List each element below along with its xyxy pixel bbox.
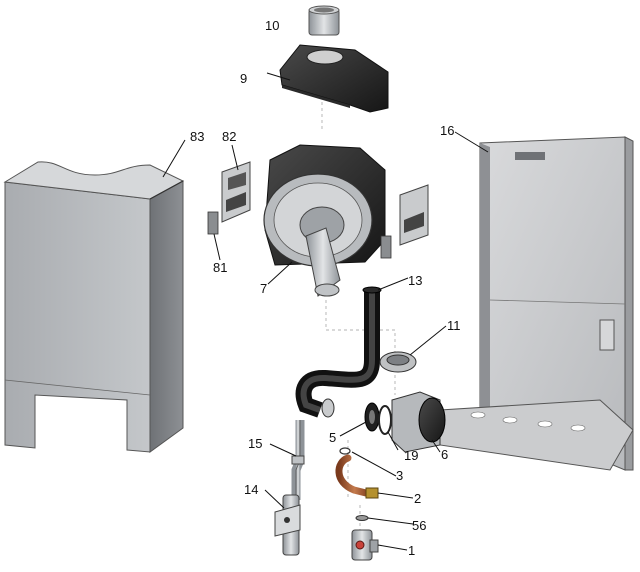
copper-pipe — [335, 454, 379, 499]
callout-82: 82 — [222, 129, 236, 144]
leader-lines — [162, 72, 489, 551]
clip-right — [380, 235, 392, 259]
flue-adapter — [308, 5, 340, 36]
side-bracket-right — [399, 184, 429, 246]
gas-valve — [274, 494, 301, 556]
callout-10: 10 — [265, 18, 279, 33]
seal-ring — [378, 405, 392, 435]
venturi-ring — [364, 402, 380, 432]
callout-3: 3 — [396, 468, 403, 483]
back-frame — [439, 136, 634, 471]
side-bracket-left — [221, 161, 251, 223]
gasket-plate — [379, 351, 417, 373]
callout-14: 14 — [244, 482, 258, 497]
flue-pipe — [295, 286, 382, 418]
fan-assembly — [391, 391, 446, 453]
callout-15: 15 — [248, 436, 262, 451]
callout-16: 16 — [440, 123, 454, 138]
callout-9: 9 — [240, 71, 247, 86]
gas-pipe — [291, 420, 305, 500]
callout-13: 13 — [408, 273, 422, 288]
o-ring — [339, 447, 351, 455]
callout-11: 11 — [447, 318, 461, 333]
callout-5: 5 — [329, 430, 336, 445]
heat-exchanger — [263, 144, 386, 297]
callout-labels: 10 9 83 82 16 81 7 13 11 5 19 6 15 3 14 … — [190, 18, 461, 558]
callout-83: 83 — [190, 129, 204, 144]
callout-81: 81 — [213, 260, 227, 275]
front-casing-panel — [3, 161, 185, 453]
callout-2: 2 — [414, 491, 421, 506]
fan-hood — [279, 44, 389, 113]
valve-fitting — [351, 529, 379, 561]
callout-56: 56 — [412, 518, 426, 533]
callout-7: 7 — [260, 281, 267, 296]
clip-left — [207, 211, 219, 235]
callout-6: 6 — [441, 447, 448, 462]
callout-19: 19 — [404, 448, 418, 463]
small-seal — [355, 515, 369, 521]
assembly-guide-lines — [321, 60, 396, 545]
callout-1: 1 — [408, 543, 415, 558]
